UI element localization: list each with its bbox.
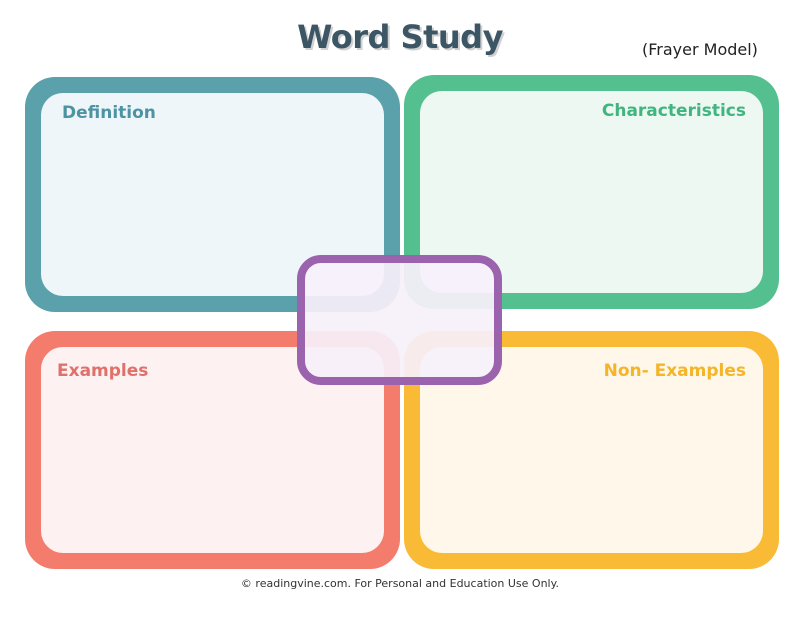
examples-label: Examples	[57, 361, 149, 381]
page-subtitle: (Frayer Model)	[642, 40, 758, 59]
characteristics-label: Characteristics	[601, 101, 746, 121]
page-title: Word Study	[297, 18, 503, 56]
center-word-box[interactable]	[297, 255, 502, 385]
copyright-footer: © readingvine.com. For Personal and Educ…	[240, 577, 560, 590]
non-examples-label: Non- Examples	[603, 361, 746, 381]
characteristics-box: Characteristics	[404, 75, 779, 309]
definition-label: Definition	[62, 103, 156, 123]
